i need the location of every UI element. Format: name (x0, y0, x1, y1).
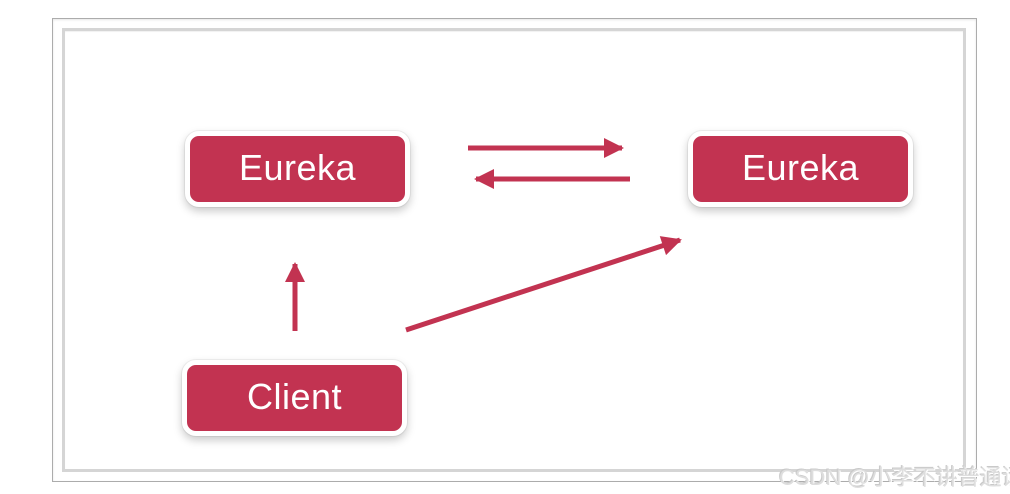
inner-frame-border (62, 28, 966, 472)
node-client-label: Client (246, 375, 343, 417)
outer-frame-border (52, 18, 977, 482)
node-eureka-right: Eureka (688, 131, 913, 207)
csdn-watermark: CSDN @小李不讲普通话 (779, 465, 1010, 490)
node-client: Client (182, 360, 407, 436)
node-eureka-left-label: Eureka (238, 146, 357, 188)
node-eureka-left: Eureka (185, 131, 410, 207)
node-eureka-right-label: Eureka (741, 146, 860, 188)
